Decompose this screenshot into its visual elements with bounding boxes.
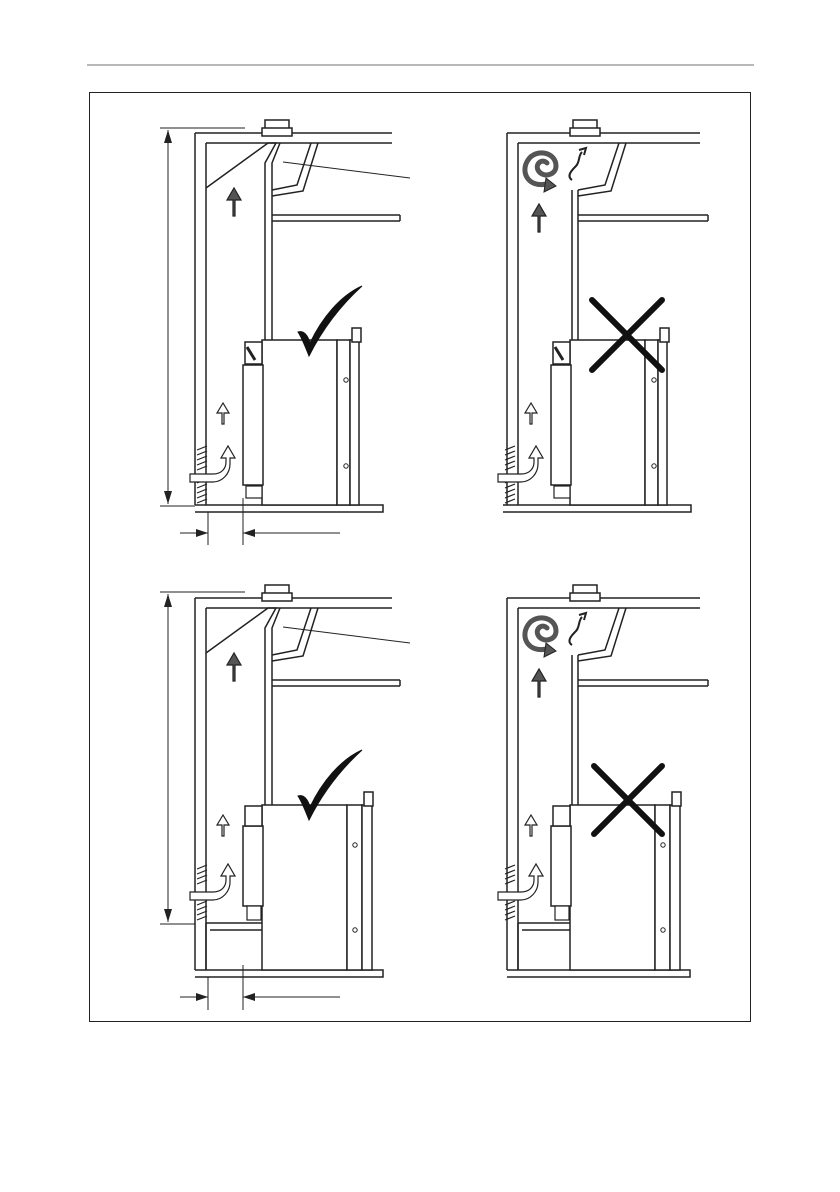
panel-top-right bbox=[498, 120, 708, 512]
height-dimension bbox=[160, 128, 245, 506]
clearance-dimension bbox=[180, 965, 340, 1010]
panel-bottom-left bbox=[160, 585, 410, 1010]
sauna-heater bbox=[498, 328, 691, 512]
sauna-heater bbox=[190, 328, 383, 512]
panel-bottom-right bbox=[498, 585, 708, 977]
sauna-heater bbox=[190, 792, 383, 977]
panel-top-left bbox=[160, 120, 410, 545]
sauna-heater bbox=[498, 792, 690, 977]
